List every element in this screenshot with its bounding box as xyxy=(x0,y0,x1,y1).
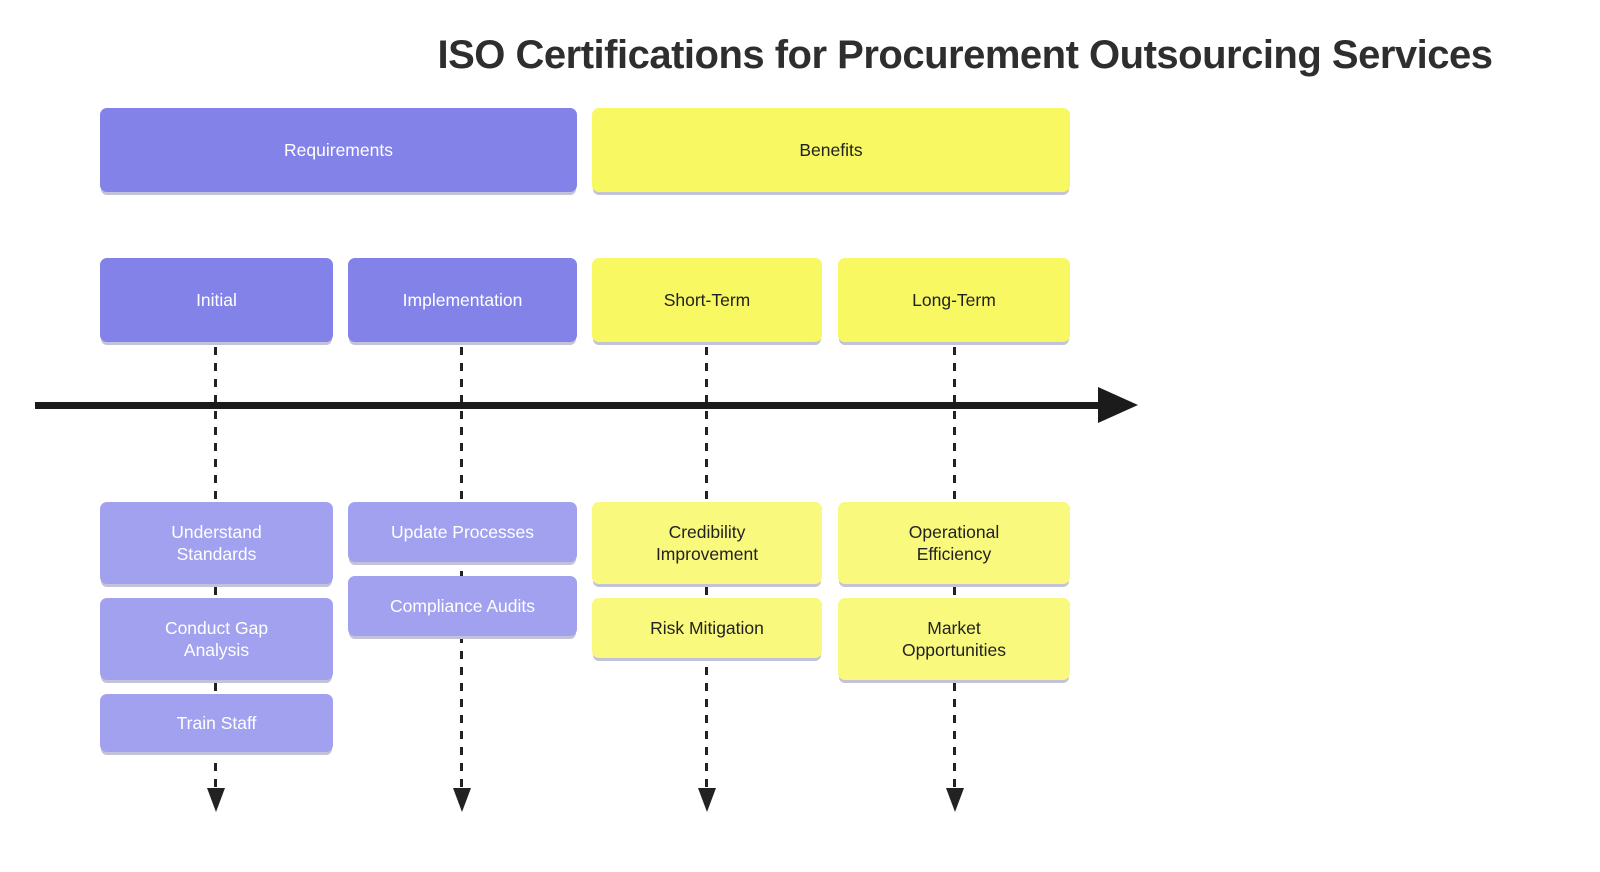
column-arrowhead-initial xyxy=(207,788,225,812)
column-arrowhead-short-term xyxy=(698,788,716,812)
item-update-processes-label: Update Processes xyxy=(391,521,534,542)
item-understand-standards: Understand Standards xyxy=(100,502,333,584)
phase-initial: Initial xyxy=(100,258,333,342)
item-train-staff: Train Staff xyxy=(100,694,333,752)
phase-long-term-label: Long-Term xyxy=(912,289,996,310)
item-train-staff-label: Train Staff xyxy=(176,712,257,733)
phase-long-term: Long-Term xyxy=(838,258,1070,342)
item-compliance-audits-label: Compliance Audits xyxy=(390,595,535,616)
benefits-group-header: Benefits xyxy=(592,108,1070,192)
item-conduct-gap-analysis: Conduct Gap Analysis xyxy=(100,598,333,680)
item-risk-mitigation: Risk Mitigation xyxy=(592,598,822,658)
timeline-arrowhead-icon xyxy=(1098,387,1138,423)
column-arrowhead-long-term xyxy=(946,788,964,812)
item-operational-efficiency: Operational Efficiency xyxy=(838,502,1070,584)
item-credibility-improvement: Credibility Improvement xyxy=(592,502,822,584)
phase-short-term-label: Short-Term xyxy=(663,289,751,310)
column-arrowhead-implementation xyxy=(453,788,471,812)
item-credibility-improvement-label: Credibility Improvement xyxy=(655,521,759,564)
item-understand-standards-label: Understand Standards xyxy=(171,521,262,564)
item-compliance-audits: Compliance Audits xyxy=(348,576,577,636)
phase-implementation: Implementation xyxy=(348,258,577,342)
timeline-axis xyxy=(35,402,1098,409)
item-market-opportunities: Market Opportunities xyxy=(838,598,1070,680)
item-market-opportunities-label: Market Opportunities xyxy=(901,617,1007,660)
phase-initial-label: Initial xyxy=(196,289,237,310)
phase-short-term: Short-Term xyxy=(592,258,822,342)
requirements-group-label: Requirements xyxy=(284,139,393,160)
diagram-title: ISO Certifications for Procurement Outso… xyxy=(437,33,1494,77)
benefits-group-label: Benefits xyxy=(799,139,863,160)
phase-implementation-label: Implementation xyxy=(402,289,523,310)
item-risk-mitigation-label: Risk Mitigation xyxy=(650,617,764,638)
item-update-processes: Update Processes xyxy=(348,502,577,562)
item-operational-efficiency-label: Operational Efficiency xyxy=(908,521,1000,564)
item-conduct-gap-analysis-label: Conduct Gap Analysis xyxy=(164,617,269,660)
column-line-implementation xyxy=(460,347,463,788)
requirements-group-header: Requirements xyxy=(100,108,577,192)
